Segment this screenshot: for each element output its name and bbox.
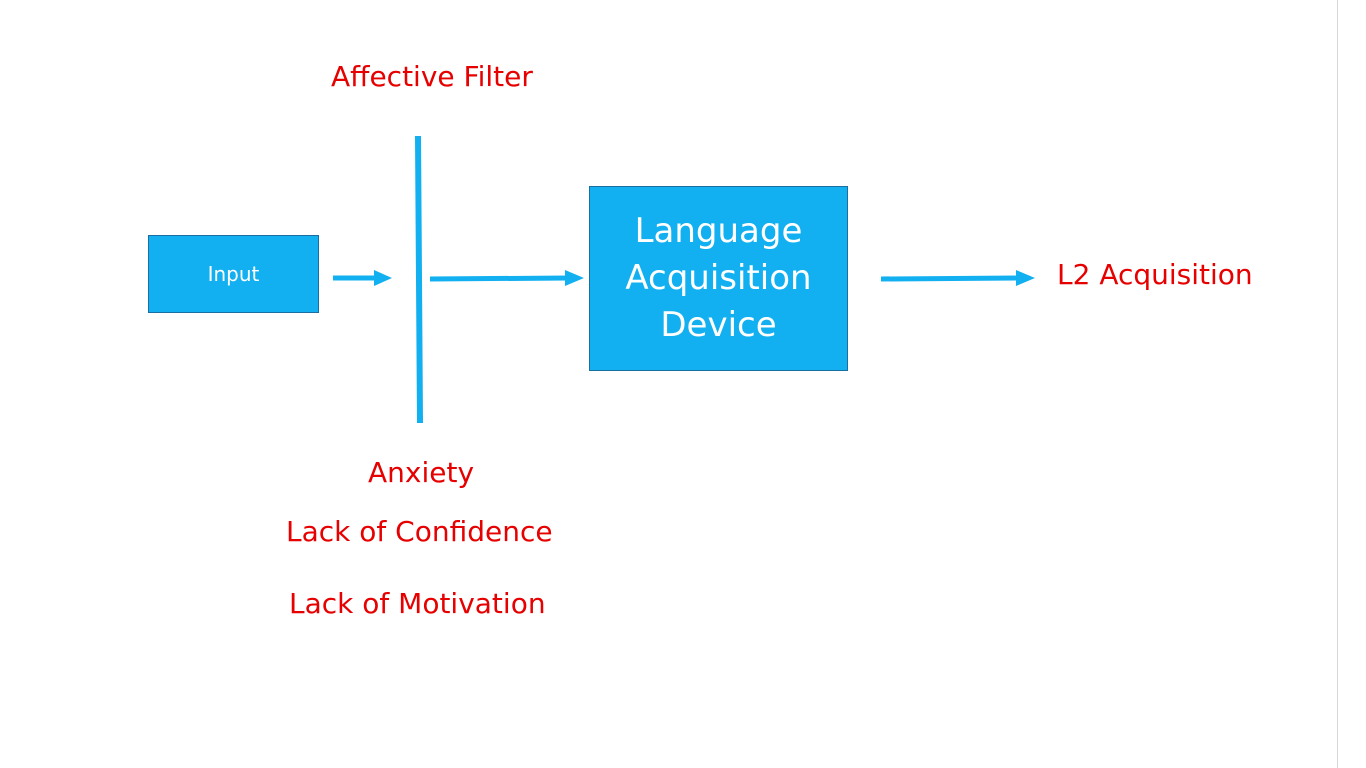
l2-acquisition-label: L2 Acquisition — [1057, 258, 1253, 291]
arrow-lad-to-output — [880, 270, 1035, 286]
filter-factor-confidence: Lack of Confidence — [286, 515, 553, 548]
input-node-label: Input — [207, 262, 260, 286]
arrow-input-to-filter — [333, 270, 392, 286]
filter-factor-motivation: Lack of Motivation — [289, 587, 546, 620]
language-acquisition-device-node: Language Acquisition Device — [589, 186, 848, 371]
affective-filter-barrier — [415, 135, 423, 424]
slide-edge-divider — [1337, 0, 1338, 768]
arrow-filter-to-lad — [429, 270, 584, 286]
lad-label-line: Language — [634, 211, 803, 251]
lad-label-line: Device — [660, 305, 777, 345]
lad-label-line: Acquisition — [625, 258, 812, 298]
input-node: Input — [148, 235, 319, 313]
filter-factor-anxiety: Anxiety — [368, 456, 475, 489]
affective-filter-label: Affective Filter — [331, 60, 533, 93]
